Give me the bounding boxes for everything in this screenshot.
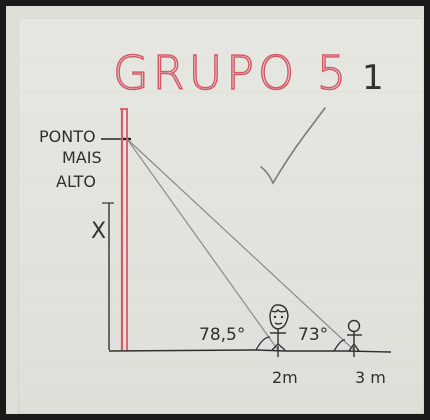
sightline-near (126, 138, 279, 351)
angle-arc-near (255, 336, 271, 351)
observer-far (347, 319, 362, 352)
check-mark (260, 107, 326, 185)
page-number: 1 (362, 58, 384, 98)
paper-grid (18, 61, 424, 393)
top-label-line-3: ALTO (56, 172, 96, 191)
angle-label-near: 78,5° (199, 325, 245, 345)
observer-near (269, 304, 289, 351)
top-label-line-2: MAIS (62, 148, 102, 167)
title: GRUPO 5 (113, 46, 350, 100)
top-label-line-1: PONTO (39, 127, 96, 146)
angle-arc-far (333, 339, 346, 352)
ground-line (108, 349, 392, 353)
distance-label-near: 2m (272, 368, 298, 387)
sightline-far (126, 138, 356, 352)
distance-label-far: 3 m (355, 368, 386, 387)
drawing-canvas: GRUPO 5 1 PONTO MAIS ALTO X (18, 45, 424, 393)
height-label: X (91, 219, 106, 244)
angle-label-far: 73° (298, 325, 328, 345)
